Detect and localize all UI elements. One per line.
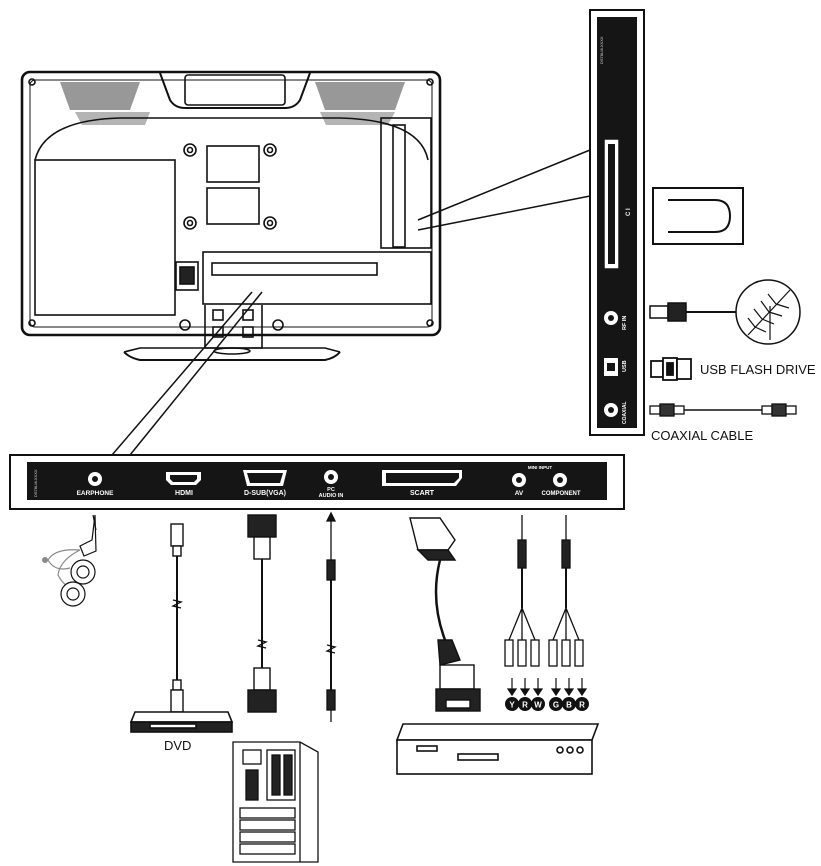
bottom-panel-code: DS78LM-XXXX — [33, 469, 38, 497]
side-label-usb: USB — [622, 360, 628, 372]
side-label-ci: C I — [626, 208, 632, 216]
ci-card-icon — [652, 187, 744, 245]
scart-cable-icon — [409, 517, 481, 712]
rca-letter-r2: R — [579, 701, 585, 710]
dvd-player-icon — [129, 711, 234, 733]
component-cable-icon — [548, 515, 584, 667]
rca-letter-circles — [505, 697, 589, 711]
side-label-coaxial: COAXIAL — [622, 402, 628, 425]
port-label-audio-in: AUDIO IN — [319, 493, 344, 499]
usb-flash-drive-label: USB FLASH DRIVE — [700, 362, 816, 377]
rca-letter-b: B — [566, 701, 572, 710]
port-label-scart: SCART — [410, 490, 435, 497]
port-label-earphone: EARPHONE — [77, 490, 115, 497]
video-recorder-icon — [395, 723, 600, 775]
bottom-terminal-panel — [9, 454, 625, 510]
port-label-pc: PC — [327, 487, 335, 493]
antenna-icon — [735, 279, 801, 345]
usb-flash-drive-icon — [650, 357, 692, 381]
dvd-label: DVD — [164, 738, 191, 753]
labels: DS78LM-XXXX EARPHONE HDMI D-SUB(VGA) PC … — [33, 36, 816, 753]
pc-tower-icon — [232, 741, 319, 863]
coaxial-cable-icon — [649, 403, 797, 417]
side-terminal-panel — [589, 9, 645, 436]
rf-cable — [649, 302, 736, 322]
side-label-rf-in: RF IN — [622, 316, 628, 330]
pc-audio-cable-icon — [325, 511, 337, 722]
port-label-component: COMPONENT — [542, 491, 581, 497]
rca-letter-w: W — [534, 701, 542, 710]
vga-cable-icon — [247, 514, 277, 713]
coaxial-cable-label: COAXIAL CABLE — [651, 428, 753, 443]
rca-letter-r1: R — [522, 701, 528, 710]
port-label-av: AV — [515, 490, 524, 497]
av-cable-icon — [504, 515, 540, 667]
callout-lines — [111, 149, 591, 456]
side-panel-code: DS78LM-XXXX — [599, 36, 604, 64]
tv-back-view — [20, 70, 442, 361]
hdmi-cable-icon — [170, 523, 184, 713]
rca-letter-y: Y — [509, 701, 515, 710]
port-label-hdmi: HDMI — [175, 490, 193, 497]
port-label-dsub: D-SUB(VGA) — [244, 490, 286, 497]
mini-input-label: MINI INPUT — [528, 465, 553, 470]
rca-arrows — [506, 678, 588, 697]
earphone-icon — [42, 514, 97, 607]
rca-letter-g: G — [553, 701, 559, 710]
